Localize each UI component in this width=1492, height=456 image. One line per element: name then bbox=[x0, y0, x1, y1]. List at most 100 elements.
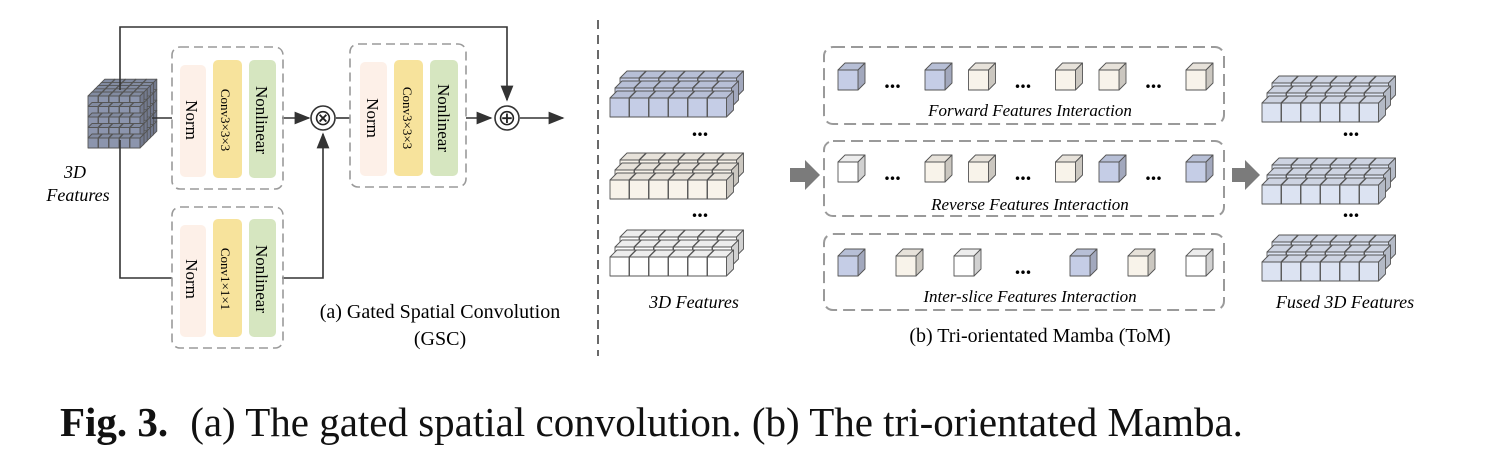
tom-input-arrow bbox=[790, 160, 820, 190]
tom-input-ellipsis-2: ... bbox=[692, 197, 709, 222]
row-token-cube-blue bbox=[924, 62, 953, 91]
row-token-cube-cream bbox=[1055, 62, 1083, 91]
gsc-block3-norm-label: Norm bbox=[182, 259, 201, 299]
add-operator bbox=[494, 105, 520, 131]
tom-input-slab-blue bbox=[609, 70, 744, 118]
gsc-title-line2: (GSC) bbox=[414, 328, 466, 350]
gsc-block2-nonlinear-label: Nonlinear bbox=[434, 84, 453, 152]
row-ellipsis: ... bbox=[1015, 254, 1032, 279]
multiply-operator bbox=[310, 105, 336, 131]
row-token-cube-white bbox=[837, 154, 866, 183]
gsc-block3-norm-box bbox=[180, 225, 206, 337]
tom-row-reverse-border bbox=[823, 140, 1225, 217]
tom-input-ellipsis-1: ... bbox=[692, 116, 709, 141]
tom-input-slab-cream bbox=[609, 152, 744, 200]
gsc-block1-conv-box bbox=[213, 60, 242, 178]
tom-row-interslice-label: Inter-slice Features Interaction bbox=[922, 287, 1136, 306]
tom-row-interslice-border bbox=[823, 233, 1225, 311]
tom-output-feature-stacks bbox=[1261, 75, 1396, 282]
gsc-block3-nonlinear-box bbox=[249, 219, 276, 337]
tom-output-slab-1 bbox=[1261, 75, 1396, 123]
gsc-block2-norm-label: Norm bbox=[363, 98, 382, 138]
tom-output-label: Fused 3D Features bbox=[1275, 292, 1414, 312]
gsc-block2-norm-box bbox=[360, 62, 387, 176]
gsc-block1: Norm Conv3×3×3 Nonlinear bbox=[171, 46, 284, 190]
row-token-cube-blue bbox=[1098, 154, 1127, 183]
tom-row-forward-border bbox=[823, 46, 1225, 125]
row-ellipsis: ... bbox=[884, 68, 901, 93]
row-token-cube-cream bbox=[968, 154, 996, 183]
gsc-block1-nonlinear-label: Nonlinear bbox=[252, 86, 271, 154]
tom-row-forward-label: Forward Features Interaction bbox=[927, 101, 1132, 120]
tom-panel: ... ... ... ... 3D Features Fused 3D Fea… bbox=[609, 46, 1414, 347]
row-token-cube-cream bbox=[1055, 154, 1083, 183]
tom-title: (b) Tri-orientated Mamba (ToM) bbox=[909, 325, 1170, 347]
gsc-block1-norm-box bbox=[180, 65, 206, 177]
gsc-block3-nonlinear-label: Nonlinear bbox=[252, 245, 271, 313]
gsc-block3-conv-label: Conv1×1×1 bbox=[218, 248, 233, 310]
gsc-input-label-line1: 3D bbox=[63, 162, 86, 182]
row-token-cube-cream bbox=[895, 248, 924, 277]
row-token-cube-blue bbox=[837, 62, 866, 91]
add-symbol: ⊕ bbox=[498, 106, 516, 131]
row-token-cube-cream bbox=[924, 154, 953, 183]
tom-row-cubes: ..................... bbox=[837, 62, 1214, 279]
row-token-cube-blue bbox=[1185, 154, 1214, 183]
row-token-cube-white bbox=[953, 248, 982, 277]
tom-input-slab-white bbox=[609, 229, 744, 277]
gsc-block2: Norm Conv3×3×3 Nonlinear bbox=[349, 43, 467, 188]
gsc-block3-conv-box bbox=[213, 219, 242, 337]
gsc-block2-conv-box bbox=[394, 60, 423, 176]
input-voxel bbox=[108, 133, 124, 149]
gsc-block1-border bbox=[171, 46, 284, 190]
tom-input-feature-stacks bbox=[609, 70, 744, 277]
gsc-skip-connection bbox=[119, 26, 514, 102]
gsc-gate-branch-out bbox=[282, 132, 330, 279]
tom-output-slab-2 bbox=[1261, 157, 1396, 205]
row-ellipsis: ... bbox=[1145, 68, 1162, 93]
row-token-cube-blue bbox=[837, 248, 866, 277]
gsc-block1-norm-label: Norm bbox=[182, 100, 201, 140]
tom-output-ellipsis-1: ... bbox=[1343, 116, 1360, 141]
tom-output-ellipsis-2: ... bbox=[1343, 197, 1360, 222]
gsc-block2-conv-label: Conv3×3×3 bbox=[400, 87, 415, 149]
tom-output-slab-3 bbox=[1261, 234, 1396, 282]
gsc-block1-conv-label: Conv3×3×3 bbox=[218, 89, 233, 151]
tom-output-arrow bbox=[1232, 160, 1260, 190]
tom-row-reverse-label: Reverse Features Interaction bbox=[930, 195, 1129, 214]
row-token-cube-cream bbox=[1185, 62, 1214, 91]
slab-cube bbox=[1359, 177, 1386, 205]
row-token-cube-cream bbox=[968, 62, 996, 91]
caption-text: (a) The gated spatial convolution. (b) T… bbox=[190, 399, 1243, 445]
gsc-title-line1: (a) Gated Spatial Convolution bbox=[320, 301, 561, 323]
gsc-block3-border bbox=[171, 206, 284, 349]
gsc-block2-nonlinear-box bbox=[430, 60, 458, 176]
input-voxel bbox=[129, 133, 145, 149]
gsc-gate-branch-in bbox=[119, 140, 172, 279]
gsc-input-label-line2: Features bbox=[45, 185, 109, 205]
slab-cube bbox=[1359, 95, 1386, 123]
gsc-block2-border bbox=[349, 43, 467, 188]
row-token-cube-cream bbox=[1098, 62, 1127, 91]
gsc-block1-nonlinear-box bbox=[249, 60, 276, 178]
caption-figure-number: Fig. 3. bbox=[60, 399, 169, 445]
gsc-connections bbox=[119, 26, 565, 279]
multiply-symbol: ⊗ bbox=[314, 106, 332, 131]
tom-input-label: 3D Features bbox=[648, 292, 739, 312]
gsc-input-feature-cube bbox=[87, 78, 158, 149]
gsc-block3: Norm Conv1×1×1 Nonlinear bbox=[171, 206, 284, 349]
slab-cube bbox=[1359, 254, 1386, 282]
gsc-panel: 3D Features ⊗ ⊕ bbox=[45, 26, 565, 350]
row-ellipsis: ... bbox=[1015, 68, 1032, 93]
row-ellipsis: ... bbox=[1015, 160, 1032, 185]
row-ellipsis: ... bbox=[1145, 160, 1162, 185]
row-token-cube-white bbox=[1185, 248, 1214, 277]
row-token-cube-blue bbox=[1069, 248, 1098, 277]
figure-caption: Fig. 3. (a) The gated spatial convolution… bbox=[60, 398, 1460, 446]
row-token-cube-cream bbox=[1127, 248, 1156, 277]
row-ellipsis: ... bbox=[884, 160, 901, 185]
slab-cube bbox=[707, 90, 734, 118]
slab-cube bbox=[707, 172, 734, 200]
slab-cube bbox=[707, 249, 734, 277]
